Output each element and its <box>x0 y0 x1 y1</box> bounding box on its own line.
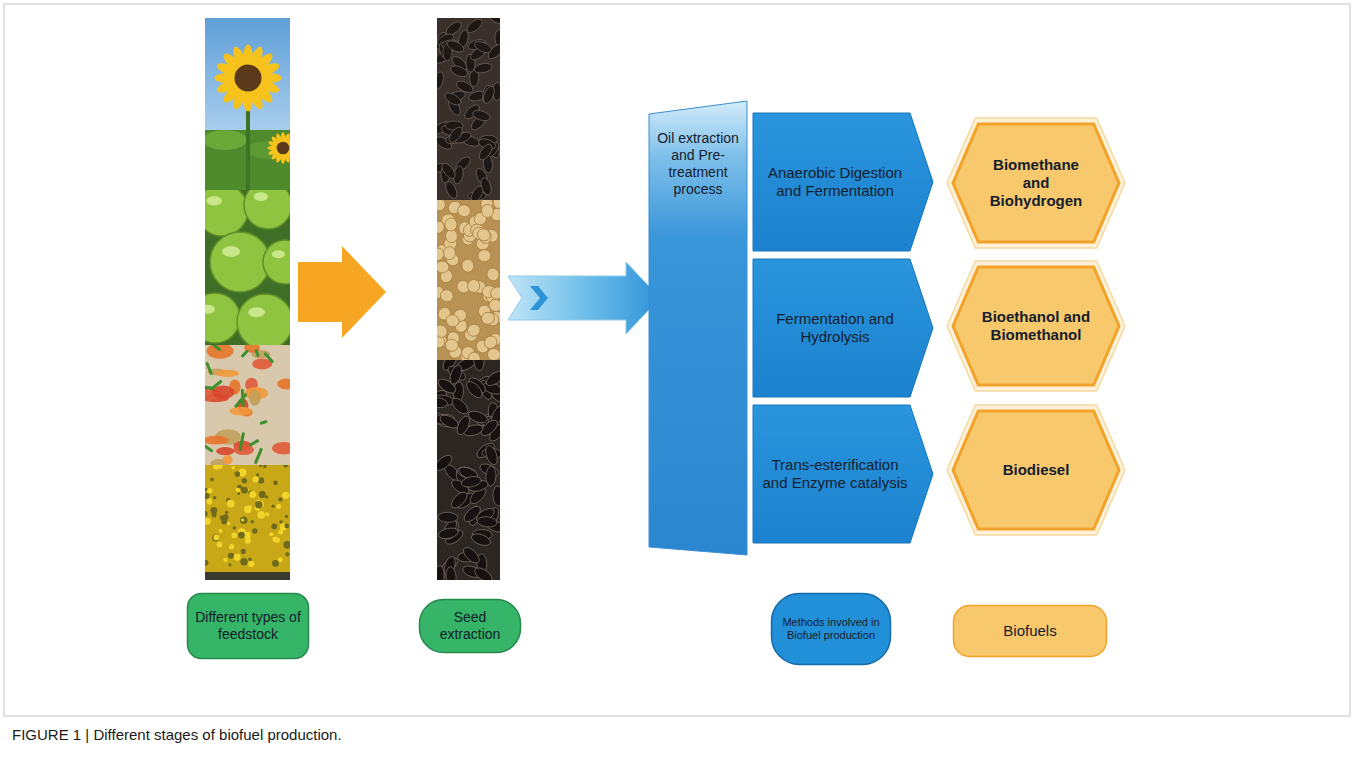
node-label: Biofuels <box>1003 622 1056 640</box>
legend-box: Biofuels <box>952 604 1108 658</box>
fruit-photo <box>205 190 290 345</box>
node-label: Methods involved in Biofuel production <box>782 616 880 643</box>
node-label: Anaerobic Digestion and Fermentation <box>762 164 908 201</box>
method-arrow: Fermentation and Hydrolysis <box>752 258 934 398</box>
biofuel-hexagon: Bioethanol and Biomethanol <box>946 260 1126 392</box>
sunflower-photo <box>205 18 290 190</box>
legend-box: Methods involved in Biofuel production <box>770 592 892 666</box>
node-label: Biodiesel <box>1003 461 1070 479</box>
node-label: Different types of feedstock <box>194 609 302 643</box>
arrow-chevron <box>530 286 548 310</box>
node-label: Trans-esterification and Enzyme catalysi… <box>762 456 908 493</box>
soybean-photo <box>437 200 500 360</box>
node-label: Fermentation and Hydrolysis <box>762 310 908 347</box>
figure-caption: FIGURE 1 | Different stages of biofuel p… <box>12 726 342 743</box>
method-arrow: Trans-esterification and Enzyme catalysi… <box>752 404 934 544</box>
blue-arrow <box>508 262 660 334</box>
rapeseed-photo <box>205 465 290 580</box>
method-arrow: Anaerobic Digestion and Fermentation <box>752 112 934 252</box>
figure-frame <box>4 4 1350 716</box>
black-seed-photo <box>437 360 500 580</box>
biofuel-hexagon: Biodiesel <box>946 404 1126 536</box>
node-label: Seed extraction <box>428 609 512 643</box>
legend-box: Seed extraction <box>418 598 522 654</box>
node-label: Oil extraction and Pre-treatment process <box>653 130 743 198</box>
process-funnel: Oil extraction and Pre-treatment process <box>648 100 748 556</box>
dark-seed-photo <box>437 18 500 200</box>
node-label: Bioethanol and Biomethanol <box>980 308 1092 345</box>
biofuel-hexagon: Biomethane and Biohydrogen <box>946 117 1126 249</box>
orange-arrow <box>298 246 386 338</box>
food-waste-photo <box>205 345 290 465</box>
node-label: Biomethane and Biohydrogen <box>980 156 1092 211</box>
legend-box: Different types of feedstock <box>186 592 310 660</box>
